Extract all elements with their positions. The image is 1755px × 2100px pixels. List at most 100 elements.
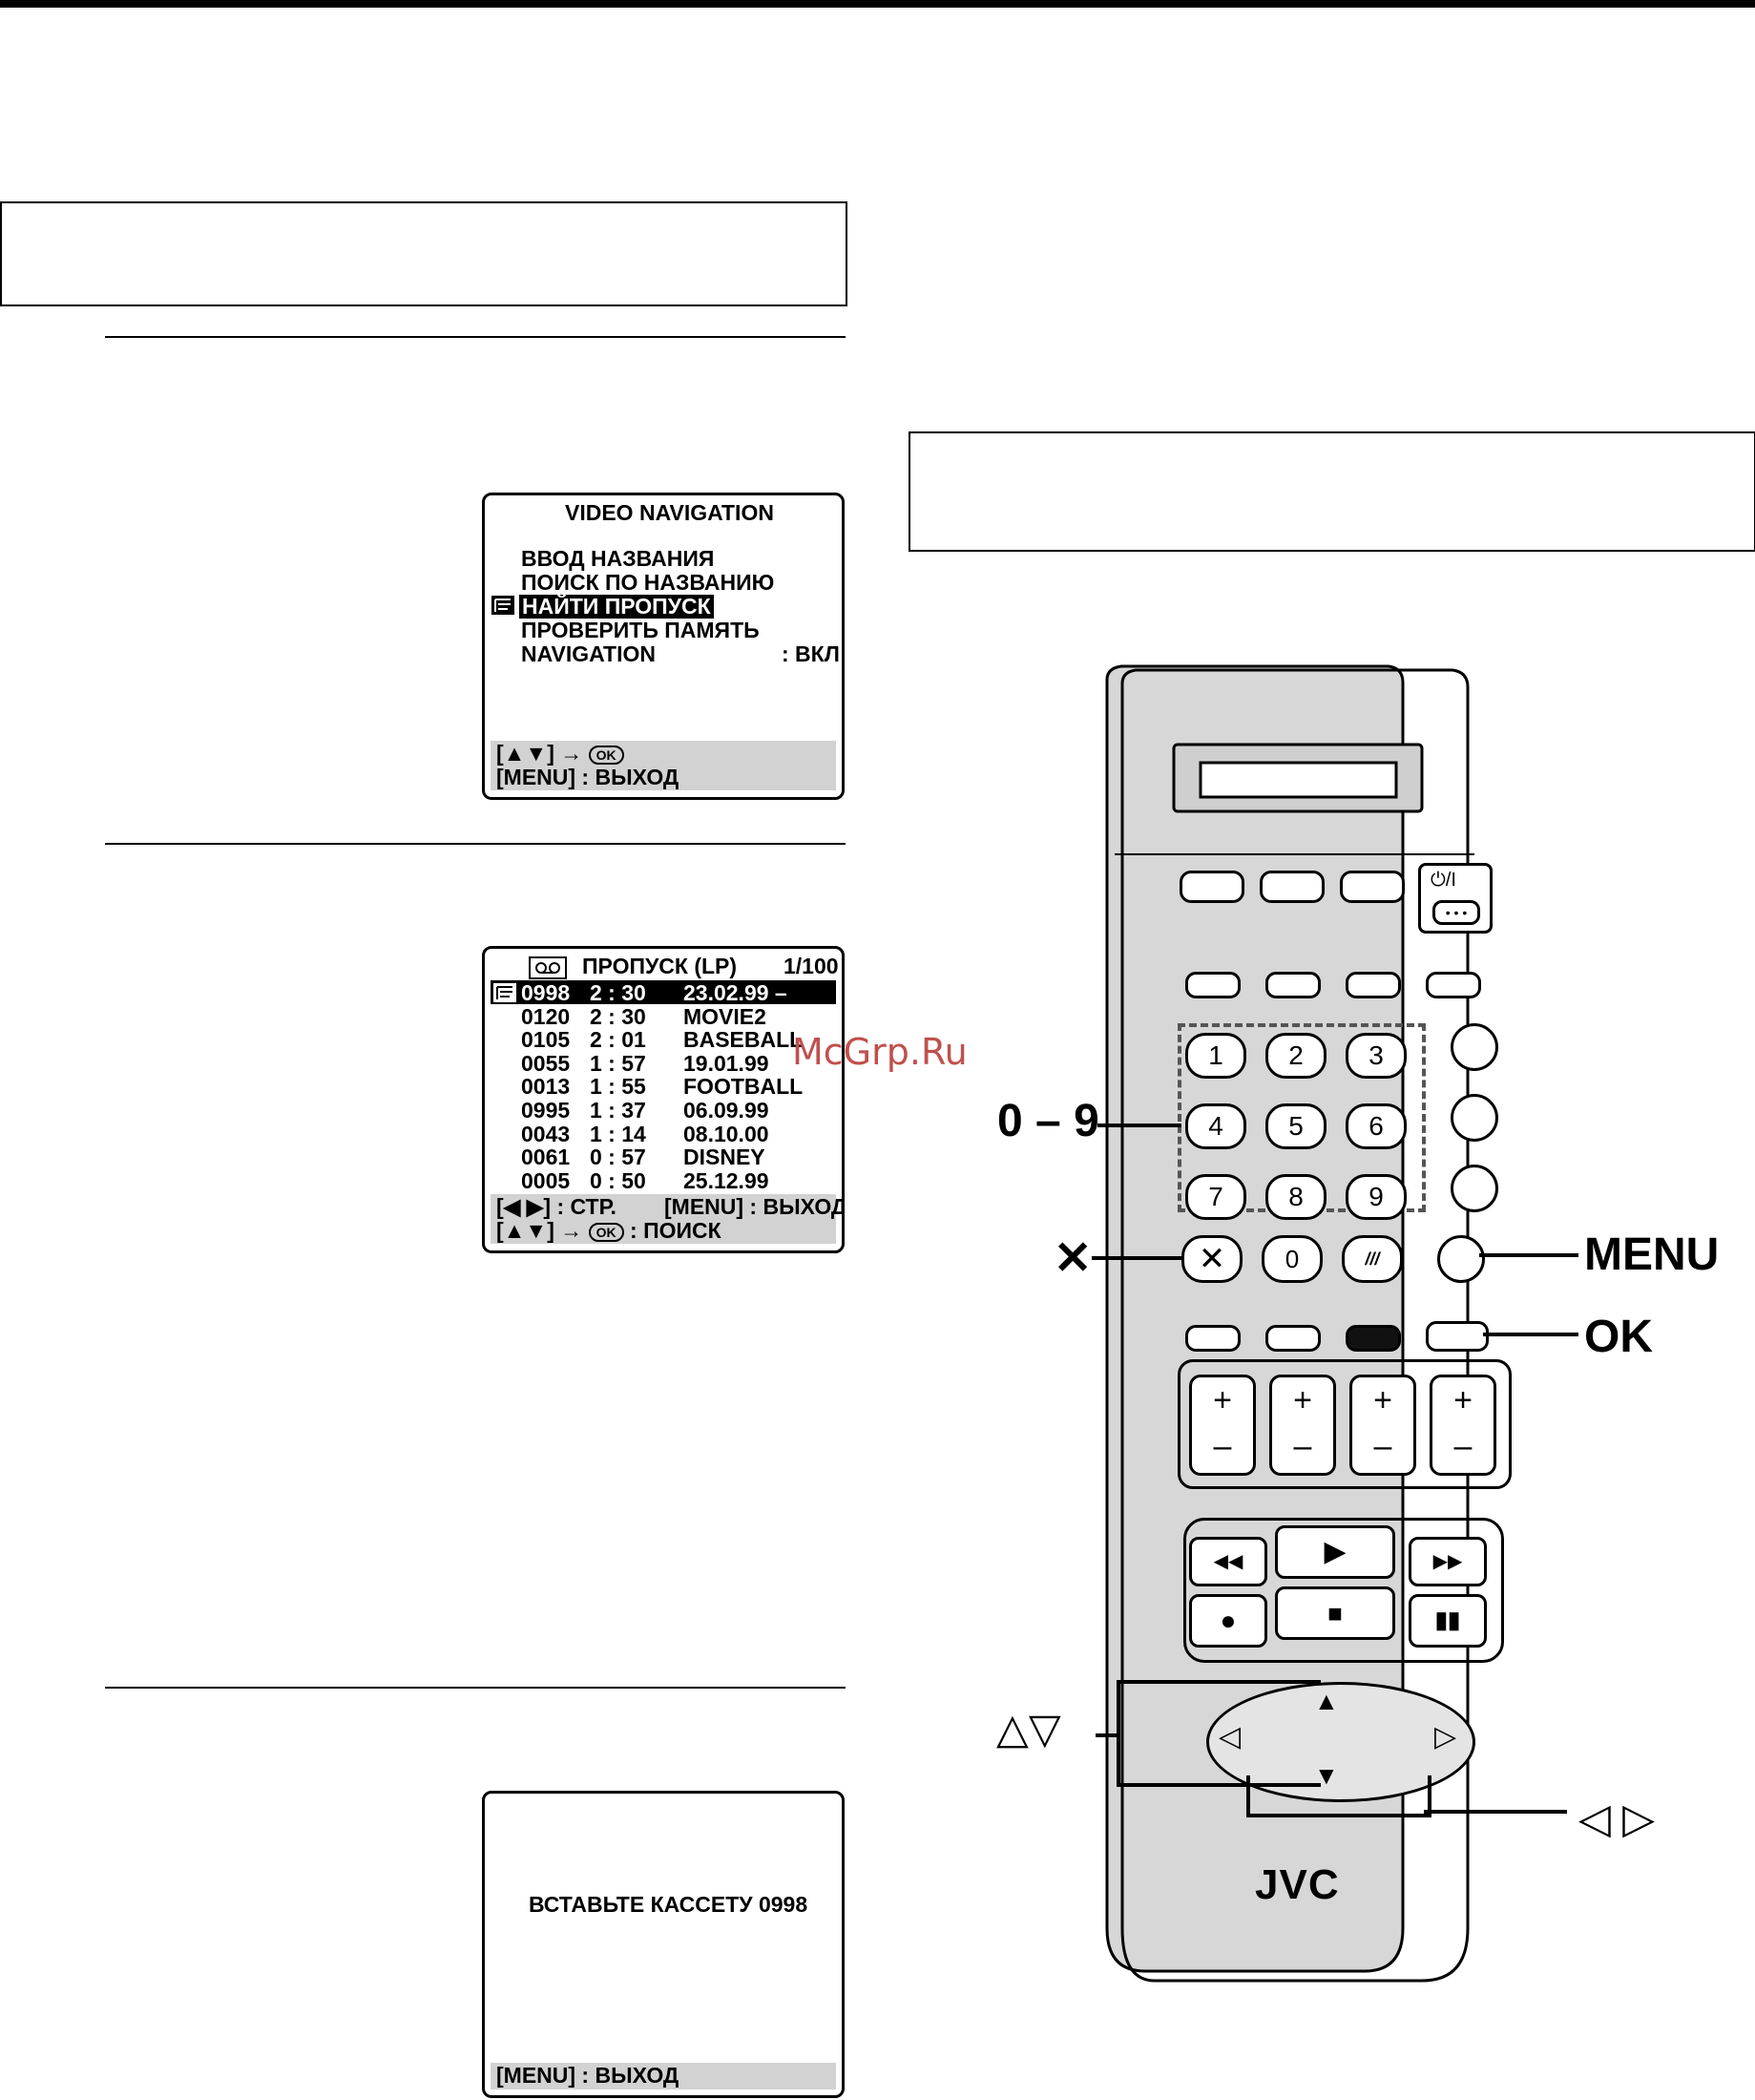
leader-menu — [1479, 1253, 1578, 1257]
brand-logo: JVC — [1255, 1861, 1340, 1908]
cancel-button[interactable]: ✕ — [1181, 1235, 1243, 1283]
empty-note-box-right — [909, 431, 1755, 552]
left-arrow-button[interactable]: ◁ — [1219, 1721, 1242, 1753]
right-arrow-button[interactable]: ▷ — [1434, 1721, 1457, 1753]
bank1-button-d[interactable] — [1426, 972, 1481, 998]
menu-item-title-entry[interactable]: ВВОД НАЗВАНИЯ — [521, 546, 715, 571]
blank-row-label: MOVIE2 — [683, 1003, 766, 1029]
footer-arrows: [▲▼] → — [496, 1218, 583, 1243]
blank-row-num: 0055 — [521, 1050, 571, 1076]
screen-footer: [◀ ▶] : СТР. [MENU] : ВЫХОД [▲▼] → OK : … — [491, 1194, 842, 1244]
footer-search-hint: [▲▼] → OK : ПОИСК — [496, 1219, 721, 1243]
footer-arrows: [▲▼] → — [496, 741, 583, 766]
ok-button[interactable] — [1426, 1321, 1489, 1352]
blank-row-label: 23.02.99 – — [683, 980, 787, 1005]
callout-menu: MENU — [1584, 1229, 1720, 1280]
ok-badge: OK — [588, 745, 624, 765]
record-button[interactable]: ● — [1189, 1594, 1267, 1648]
top-rule — [0, 0, 1755, 8]
pointer-icon — [492, 982, 517, 1003]
menu-item-navigation[interactable]: NAVIGATION — [521, 641, 656, 666]
digit-button-9[interactable]: 9 — [1346, 1174, 1407, 1220]
bank1-button-b[interactable] — [1265, 972, 1321, 998]
blank-row-num: 0043 — [521, 1121, 571, 1146]
menu-button[interactable] — [1437, 1235, 1485, 1283]
leader-leftright — [1424, 1810, 1567, 1814]
rocker-1[interactable]: +– — [1189, 1375, 1256, 1476]
callout-cancel: ✕ — [1054, 1233, 1093, 1284]
footer-exit-hint: [MENU] : ВЫХОД — [496, 765, 679, 789]
digit-button-6[interactable]: 6 — [1346, 1103, 1407, 1149]
callout-ok: OK — [1584, 1312, 1653, 1362]
ok-badge: OK — [588, 1222, 624, 1242]
rocker-3[interactable]: +– — [1349, 1375, 1416, 1476]
cassette-icon — [529, 956, 567, 979]
bracket-updown — [1117, 1680, 1321, 1787]
bank1-button-c[interactable] — [1346, 972, 1401, 998]
bracket-leftright — [1246, 1775, 1431, 1817]
footer-exit-hint: [MENU] : ВЫХОД — [496, 2063, 679, 2088]
blank-row-time: 2 : 01 — [590, 1027, 646, 1053]
blank-row-time: 1 : 57 — [590, 1050, 646, 1076]
rewind-button[interactable]: ◀◀ — [1189, 1537, 1267, 1586]
blank-row-time: 2 : 30 — [590, 980, 646, 1005]
leader-ok — [1483, 1333, 1578, 1336]
page-indicator: 1/100 — [783, 954, 839, 978]
section-rule-3 — [105, 1687, 846, 1689]
bank1-button-a[interactable] — [1185, 972, 1241, 998]
blank-row-label: DISNEY — [683, 1144, 765, 1170]
bank2-button-c[interactable] — [1346, 1325, 1401, 1352]
blank-row-num: 0013 — [521, 1074, 571, 1100]
wifi-signal-button[interactable] — [1451, 1094, 1498, 1142]
callout-digits: 0 – 9 — [997, 1096, 1099, 1146]
navigation-value: : ВКЛ — [782, 641, 840, 666]
list-title: ПРОПУСК (LP) — [582, 954, 738, 978]
power-icon: ⏻/I — [1431, 870, 1456, 891]
side-button-top[interactable] — [1451, 1023, 1498, 1071]
remote-control-illustration — [1105, 664, 1474, 1983]
blank-row-label: 19.01.99 — [683, 1050, 769, 1076]
blank-row-num: 0998 — [521, 980, 571, 1005]
pointer-icon — [491, 595, 517, 619]
bank2-button-b[interactable] — [1265, 1325, 1321, 1352]
stop-button[interactable]: ■ — [1275, 1586, 1395, 1640]
footer-exit-hint: [MENU] : ВЫХОД — [664, 1194, 845, 1219]
blank-row-time: 0 : 57 — [590, 1144, 646, 1170]
blank-row-num: 0105 — [521, 1027, 571, 1053]
bank2-button-a[interactable] — [1185, 1325, 1241, 1352]
screen-title: VIDEO NAVIGATION — [565, 500, 774, 525]
leader-digits — [1097, 1124, 1181, 1127]
play-button[interactable]: ▶ — [1275, 1525, 1395, 1579]
rocker-2[interactable]: +– — [1269, 1375, 1336, 1476]
blank-row-label: FOOTBALL — [683, 1074, 804, 1100]
leader-cancel — [1092, 1256, 1181, 1260]
skip-button[interactable]: /// — [1342, 1235, 1403, 1283]
menu-item-check-memory[interactable]: ПРОВЕРИТЬ ПАМЯТЬ — [521, 618, 760, 642]
function-button-b[interactable] — [1260, 871, 1325, 903]
digit-button-0[interactable]: 0 — [1262, 1235, 1323, 1283]
digit-button-5[interactable]: 5 — [1265, 1103, 1327, 1149]
digit-button-3[interactable]: 3 — [1346, 1033, 1407, 1079]
callout-leftright: ◁ ▷ — [1578, 1796, 1655, 1842]
blank-row-time: 1 : 14 — [590, 1121, 646, 1146]
digit-button-4[interactable]: 4 — [1185, 1103, 1246, 1149]
function-button-c[interactable] — [1340, 871, 1405, 903]
digit-button-7[interactable]: 7 — [1185, 1174, 1246, 1220]
digit-button-8[interactable]: 8 — [1265, 1174, 1327, 1220]
rocker-4[interactable]: +– — [1430, 1375, 1496, 1476]
blank-row-label: BASEBALL — [683, 1027, 804, 1053]
digit-button-1[interactable]: 1 — [1185, 1033, 1246, 1079]
insert-cassette-screen: ВСТАВЬТЕ КАССЕТУ 0998 [MENU] : ВЫХОД — [482, 1791, 845, 2098]
power-button[interactable]: ⏻/I • • • — [1418, 863, 1493, 934]
blank-row-label: 08.10.00 — [683, 1121, 769, 1146]
function-button-a[interactable] — [1180, 871, 1244, 903]
menu-item-find-blank[interactable]: НАЙТИ ПРОПУСК — [519, 595, 714, 619]
fast-forward-button[interactable]: ▶▶ — [1409, 1537, 1487, 1586]
blank-search-screen: ПРОПУСК (LP) 1/100 [◀ ▶] : СТР. [MENU] :… — [482, 946, 845, 1253]
menu-item-title-search[interactable]: ПОИСК ПО НАЗВАНИЮ — [521, 570, 775, 595]
digit-button-2[interactable]: 2 — [1265, 1033, 1327, 1079]
selected-row-highlight — [491, 980, 836, 1004]
clock-button[interactable] — [1451, 1165, 1498, 1212]
up-arrow-button[interactable]: ▲ — [1314, 1687, 1339, 1715]
pause-button[interactable]: ▮▮ — [1409, 1594, 1487, 1648]
